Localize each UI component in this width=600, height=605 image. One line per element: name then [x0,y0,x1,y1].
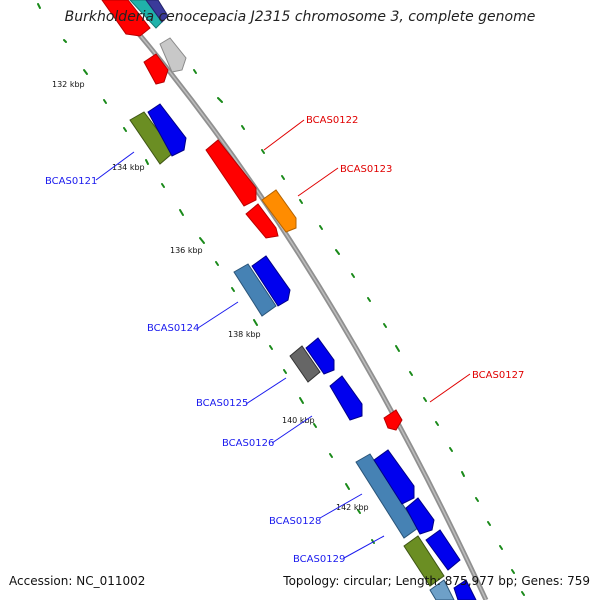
gene-blue-0124b[interactable] [251,255,291,307]
gene-blue-bottom-b[interactable] [425,529,461,571]
gene-label-bcas0127[interactable]: BCAS0127 [472,370,524,381]
outer-tick-track [169,39,525,596]
reverse-leader-lines [95,151,385,559]
scale-label-132: 132 kbp [52,80,85,89]
gene-label-bcas0124[interactable]: BCAS0124 [147,323,199,334]
gene-label-bcas0126[interactable]: BCAS0126 [222,438,274,449]
genome-backbone [108,0,489,602]
scale-label-134: 134 kbp [112,163,145,172]
gene-label-bcas0128[interactable]: BCAS0128 [269,516,321,527]
gene-bcas0125[interactable] [289,345,321,383]
gene-bcas0127[interactable] [383,409,403,431]
inner-tick-track [37,3,375,544]
gene-label-bcas0125[interactable]: BCAS0125 [196,398,248,409]
gene-blue-0128b[interactable] [373,449,415,505]
gene-label-bcas0122[interactable]: BCAS0122 [306,115,358,126]
scale-label-138: 138 kbp [228,330,261,339]
gene-top-red[interactable] [101,0,151,37]
gene-top-silver[interactable] [159,37,187,73]
gene-bcas0129[interactable] [403,535,445,587]
gene-top-navy[interactable] [145,0,169,23]
accession-label: Accession: NC_011002 [9,574,146,588]
scale-label-142: 142 kbp [336,503,369,512]
genome-summary: Topology: circular; Length: 875,977 bp; … [283,574,590,588]
scale-label-136: 136 kbp [170,246,203,255]
scale-label-140: 140 kbp [282,416,315,425]
gene-blue-0125b[interactable] [305,337,335,375]
forward-leader-lines [263,119,471,403]
gene-blue-0128c[interactable] [405,497,435,535]
gene-bcas0123[interactable] [261,189,297,233]
map-title: Burkholderia cenocepacia J2315 chromosom… [64,9,536,25]
gene-bcas0124[interactable] [233,263,277,317]
genome-backbone-highlight [109,0,487,601]
gene-bcas0126[interactable] [329,375,363,421]
gene-red-mid[interactable] [245,203,279,239]
gene-label-bcas0129[interactable]: BCAS0129 [293,554,345,565]
gene-label-bcas0123[interactable]: BCAS0123 [340,164,392,175]
gene-red-small[interactable] [143,53,169,85]
gene-bcas0122[interactable] [205,139,257,207]
gene-label-bcas0121[interactable]: BCAS0121 [45,176,97,187]
gene-blue-upper[interactable] [147,103,187,157]
